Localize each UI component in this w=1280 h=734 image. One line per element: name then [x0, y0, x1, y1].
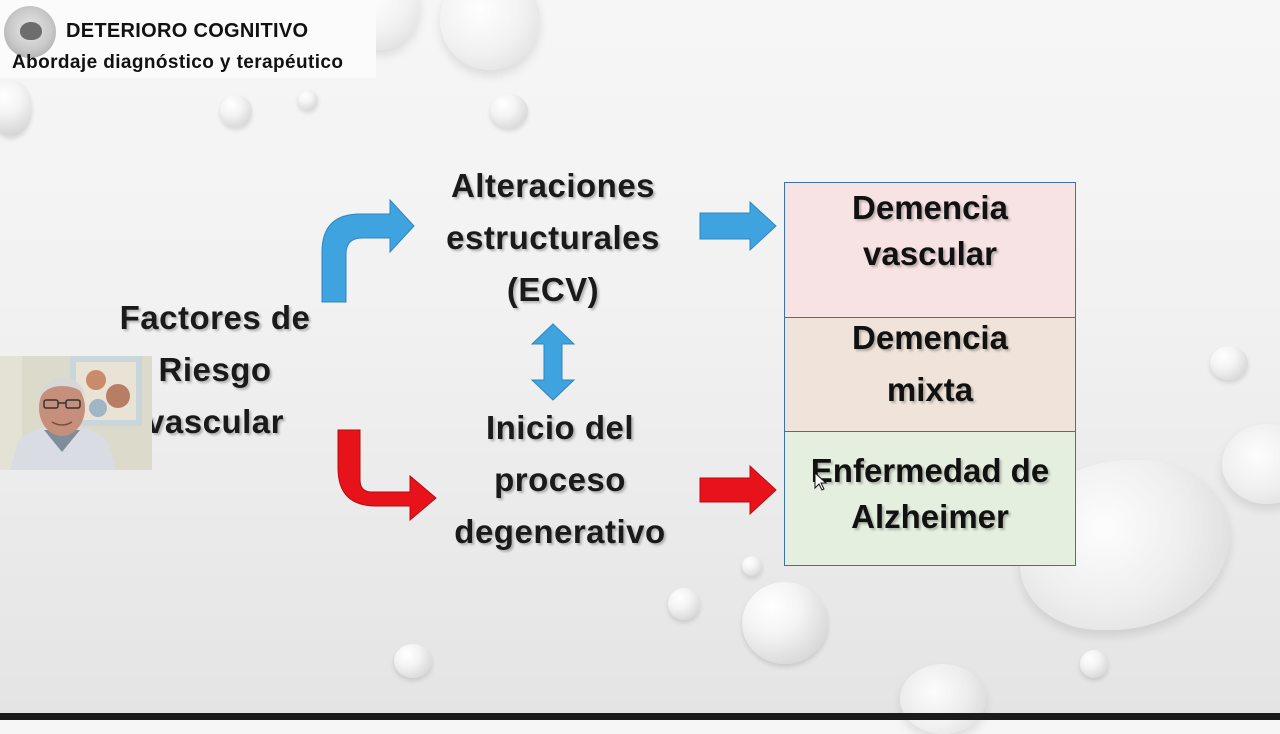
outcome-box-mixta: Demencia mixta	[784, 317, 1076, 432]
outcome-line: Alzheimer	[851, 498, 1009, 535]
slide-header: DETERIORO COGNITIVO Abordaje diagnóstico…	[0, 0, 376, 78]
curved-up-arrow-icon	[321, 198, 415, 303]
outcome-line: vascular	[863, 235, 997, 272]
top-node-line: (ECV)	[506, 271, 600, 308]
presenter-video-icon	[0, 356, 152, 470]
neurology-logo-icon	[4, 6, 56, 58]
bottom-bar	[0, 713, 1280, 720]
background-drop	[298, 90, 318, 110]
curved-down-arrow-icon	[337, 429, 437, 522]
outcome-line: Enfermedad de	[810, 452, 1050, 489]
outcome-line: Demencia	[852, 189, 1008, 226]
background-drop	[220, 95, 252, 127]
background-drop	[0, 80, 32, 136]
background-drop	[742, 556, 762, 576]
outcome-box-vascular: Demencia vascular	[784, 182, 1076, 318]
top-node: Alteraciones estructurales (ECV)	[418, 160, 688, 316]
background-drop	[394, 644, 432, 678]
background-drop	[1210, 346, 1248, 380]
outcome-box-alzheimer: Enfermedad de Alzheimer	[784, 431, 1076, 566]
brain-icon	[20, 22, 42, 40]
background-drop	[1080, 650, 1108, 678]
source-line: vascular	[146, 403, 284, 440]
source-line: Riesgo	[158, 351, 272, 388]
bottom-node: Inicio del proceso degenerativo	[430, 402, 690, 558]
background-drop	[490, 94, 528, 128]
source-line: Factores de	[119, 299, 311, 336]
outcome-line: mixta	[886, 371, 974, 408]
bottom-node-line: Inicio del	[485, 409, 635, 446]
source-node: Factores de Riesgo vascular	[100, 292, 330, 448]
right-arrow-icon	[699, 200, 777, 252]
top-node-line: Alteraciones	[450, 167, 656, 204]
presenter-webcam	[0, 356, 152, 470]
top-node-line: estructurales	[446, 219, 660, 256]
outcome-line: Demencia	[852, 319, 1008, 356]
bottom-node-line: proceso	[494, 461, 626, 498]
double-arrow-icon	[530, 323, 576, 401]
slide-subtitle: Abordaje diagnóstico y terapéutico	[12, 52, 344, 73]
bottom-node-line: degenerativo	[454, 513, 666, 550]
right-arrow-icon	[699, 464, 777, 516]
background-drop	[742, 582, 828, 664]
background-drop	[668, 588, 700, 620]
slide-title: DETERIORO COGNITIVO	[66, 20, 309, 42]
mouse-cursor-icon	[814, 472, 828, 491]
